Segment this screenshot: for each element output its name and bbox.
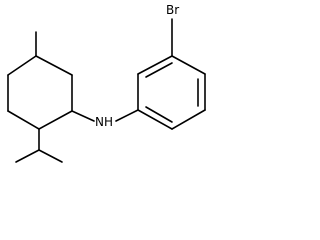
inner-double-bond-1 <box>145 62 173 78</box>
bond-isopropyl-methyl-left <box>15 149 40 163</box>
amine-label: NH <box>95 115 113 129</box>
bond-c8-c4 <box>35 55 73 76</box>
bond-n-c1 <box>115 109 139 122</box>
bond-c6-c7 <box>7 110 40 130</box>
bond-c2-n <box>71 110 95 122</box>
bond-c5-c6-aromatic <box>171 109 206 130</box>
bonds <box>7 18 206 163</box>
bromine-label: Br <box>166 3 179 17</box>
bond-c7-c2 <box>38 110 73 130</box>
bond-c2-c3-aromatic <box>137 55 173 75</box>
structure-canvas: Br NH <box>7 3 206 163</box>
bond-c6-c1-aromatic <box>137 109 173 130</box>
bond-isopropyl-methyl-right <box>38 149 63 163</box>
bond-c3-c4-aromatic <box>171 55 206 75</box>
inner-double-bond-3 <box>145 106 173 123</box>
molecule-svg: Br NH <box>7 3 206 163</box>
bond-c4-c5 <box>7 55 37 76</box>
